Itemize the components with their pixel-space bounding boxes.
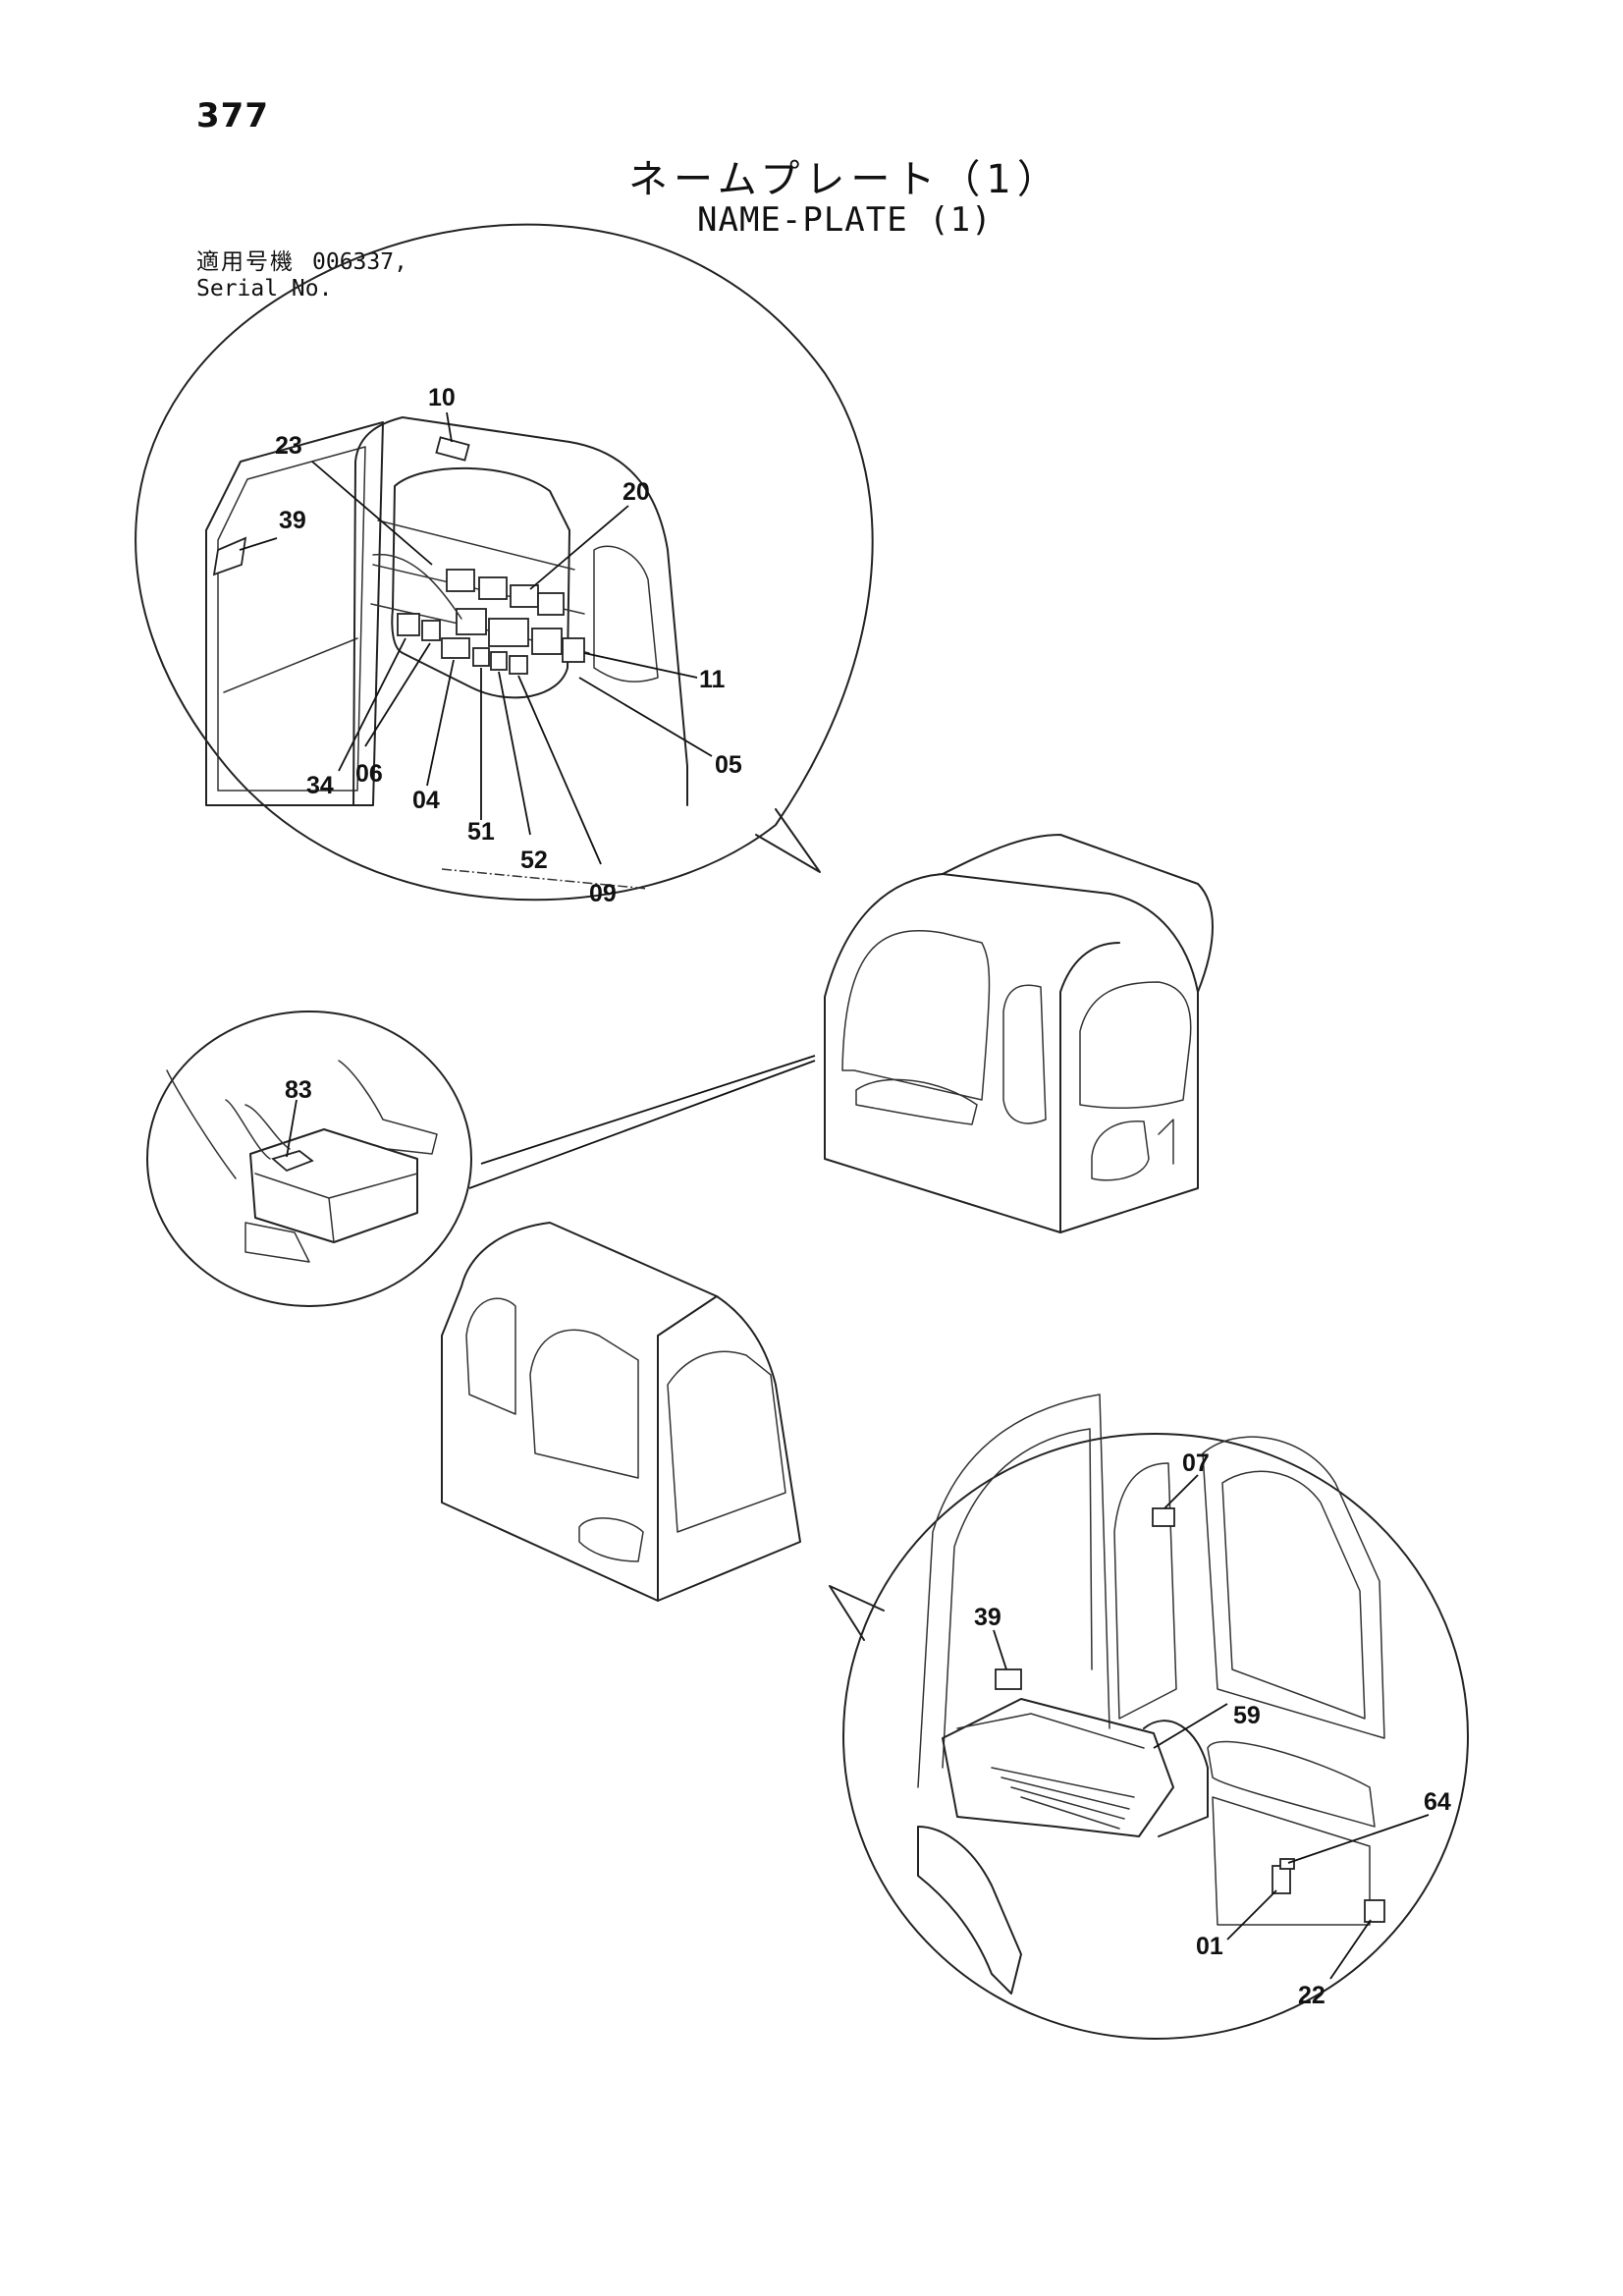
plate-01 [1271,1865,1291,1894]
plate-39-top [212,536,247,576]
plate-22 [1364,1899,1385,1923]
page-number: 377 [196,96,269,136]
plate-04 [441,637,470,659]
cab-front-view [824,834,1214,1233]
callout-11: 11 [699,666,726,693]
plate-20d [537,592,565,616]
callout-23: 23 [275,432,302,460]
plate-panel-3 [531,628,563,655]
callout-83: 83 [285,1076,312,1104]
detail-bubble-top [135,223,874,902]
leader-mid-bubble-b [468,1060,816,1189]
callout-04: 04 [412,787,440,814]
plate-07 [1152,1507,1175,1527]
plate-64 [1279,1858,1295,1870]
callout-05: 05 [715,751,742,779]
plate-39-bottom [995,1668,1022,1690]
callout-20: 20 [622,478,650,506]
detail-bubble-bottom [829,1394,1469,2040]
detail-bubble-middle [146,1011,472,1307]
plate-panel-1 [456,608,487,635]
plate-20c [510,584,539,608]
callout-07: 07 [1182,1449,1210,1477]
plate-09 [509,655,528,675]
plate-83 [271,1150,314,1173]
plate-20a [446,569,475,592]
callout-39-bottom: 39 [974,1604,1001,1631]
plate-34 [397,613,420,636]
cab-rear-view [441,1222,801,1602]
title-english: NAME-PLATE (1) [697,200,993,240]
plate-51 [472,647,490,667]
callout-34: 34 [306,772,334,799]
plate-20b [478,576,508,600]
callout-52: 52 [520,847,548,874]
callout-01: 01 [1196,1933,1223,1960]
plate-11 [562,637,585,663]
callout-59: 59 [1233,1702,1261,1729]
plate-10 [435,436,470,462]
callout-10: 10 [428,384,456,411]
callout-39-top: 39 [279,507,306,534]
callout-64: 64 [1424,1788,1451,1816]
plate-52 [490,651,508,671]
callout-09: 09 [589,880,617,907]
callout-06: 06 [355,760,383,788]
title-japanese: ネームプレート（1） [628,157,1062,202]
serial-label-jp: 適用号機 [196,249,295,275]
leader-mid-bubble-a [480,1055,816,1165]
callout-51: 51 [467,818,495,846]
plate-panel-2 [488,618,529,647]
callout-22: 22 [1298,1982,1325,2009]
plate-06 [421,620,441,641]
